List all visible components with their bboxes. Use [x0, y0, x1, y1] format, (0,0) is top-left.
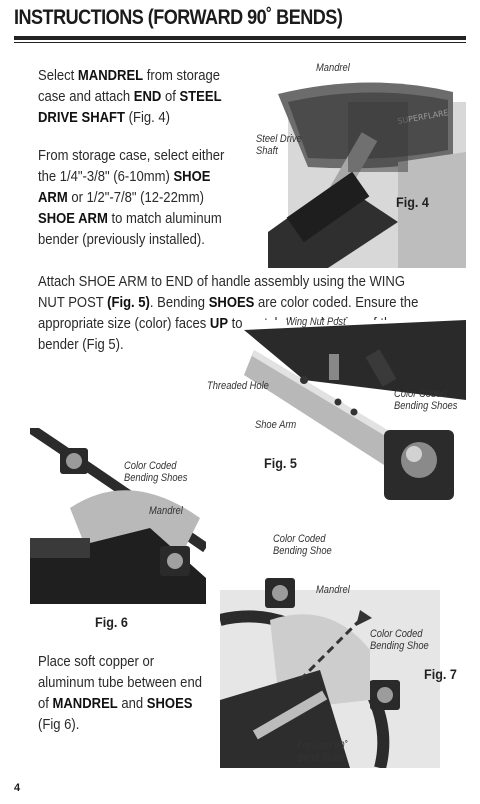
step3-b1: (Fig. 5)	[107, 295, 150, 311]
step2-t3: to match aluminum bender (previously ins…	[38, 211, 222, 248]
fig5-label-shoearm: Shoe Arm	[255, 419, 297, 431]
fig6-photo	[30, 428, 206, 604]
page-number: 4	[14, 782, 21, 794]
fig5-label-threaded: Threaded Hole	[207, 380, 269, 392]
step1-b2: END	[133, 89, 162, 105]
fig7-label-scale: Forward 90˚ Bend Scale	[297, 740, 348, 764]
step3-t3: are color coded. Ensure the appropriate …	[38, 295, 419, 332]
fig5-label-shoes: Color Coded Bending Shoes	[394, 388, 458, 412]
fig7-label-shoe1: Color Coded Bending Shoe	[273, 533, 332, 557]
header-rule-thin	[14, 42, 466, 43]
fig6-label-mandrel: Mandrel	[149, 505, 183, 517]
step-1-text: Select MANDREL from storage case and att…	[38, 66, 236, 129]
step4-t1: Place soft copper or aluminum tube betwe…	[38, 654, 202, 712]
step2-t1: From storage case, select either the 1/4…	[38, 148, 225, 185]
header-rule-thick	[14, 36, 466, 40]
fig4-label-mandrel: Mandrel	[316, 62, 350, 74]
fig7-label-mandrel: Mandrel	[316, 584, 350, 596]
step4-b2: SHOES	[146, 696, 193, 712]
step4-t3: (Fig 6).	[38, 717, 80, 733]
fig7-label-shoe2: Color Coded Bending Shoe	[370, 628, 429, 652]
step1-t3: of	[161, 89, 180, 105]
step1-t1: Select	[38, 68, 78, 84]
step3-b2: SHOES	[208, 295, 255, 311]
step3-t1: Attach SHOE ARM to END of handle assembl…	[38, 274, 406, 311]
step1-t4: (Fig. 4)	[125, 110, 170, 126]
fig5-photo	[244, 320, 466, 520]
step3-b3: UP	[209, 316, 229, 332]
page-title: INSTRUCTIONS (FORWARD 90˚ BENDS)	[14, 6, 343, 29]
step-2-text: From storage case, select either the 1/4…	[38, 146, 241, 251]
fig6-label-shoes: Color Coded Bending Shoes	[124, 460, 188, 484]
step2-b2: SHOE ARM	[38, 211, 108, 227]
fig5-caption: Fig. 5	[264, 455, 297, 471]
step4-b1: MANDREL	[52, 696, 118, 712]
fig7-caption: Fig. 7	[424, 666, 457, 682]
fig7-photo	[220, 560, 440, 768]
fig6-caption: Fig. 6	[95, 614, 128, 630]
step2-t2: or 1/2"-7/8" (12-22mm)	[67, 190, 204, 206]
step1-t2: from storage case and attach	[38, 68, 221, 105]
step3-t2: . Bending	[149, 295, 209, 311]
step1-b1: MANDREL	[77, 68, 144, 84]
page-header: INSTRUCTIONS (FORWARD 90˚ BENDS)	[14, 6, 466, 30]
step4-t2: and	[117, 696, 147, 712]
fig4-caption: Fig. 4	[396, 194, 429, 210]
fig5-label-wingnut: Wing Nut Post	[286, 316, 346, 328]
step-4-text: Place soft copper or aluminum tube betwe…	[38, 652, 209, 736]
step1-b3: STEEL DRIVE SHAFT	[38, 89, 222, 126]
fig4-label-shaft: Steel Drive Shaft	[256, 133, 302, 157]
step2-b1: SHOE ARM	[38, 169, 211, 206]
fig4-photo: SUPERFLARE	[248, 62, 466, 268]
